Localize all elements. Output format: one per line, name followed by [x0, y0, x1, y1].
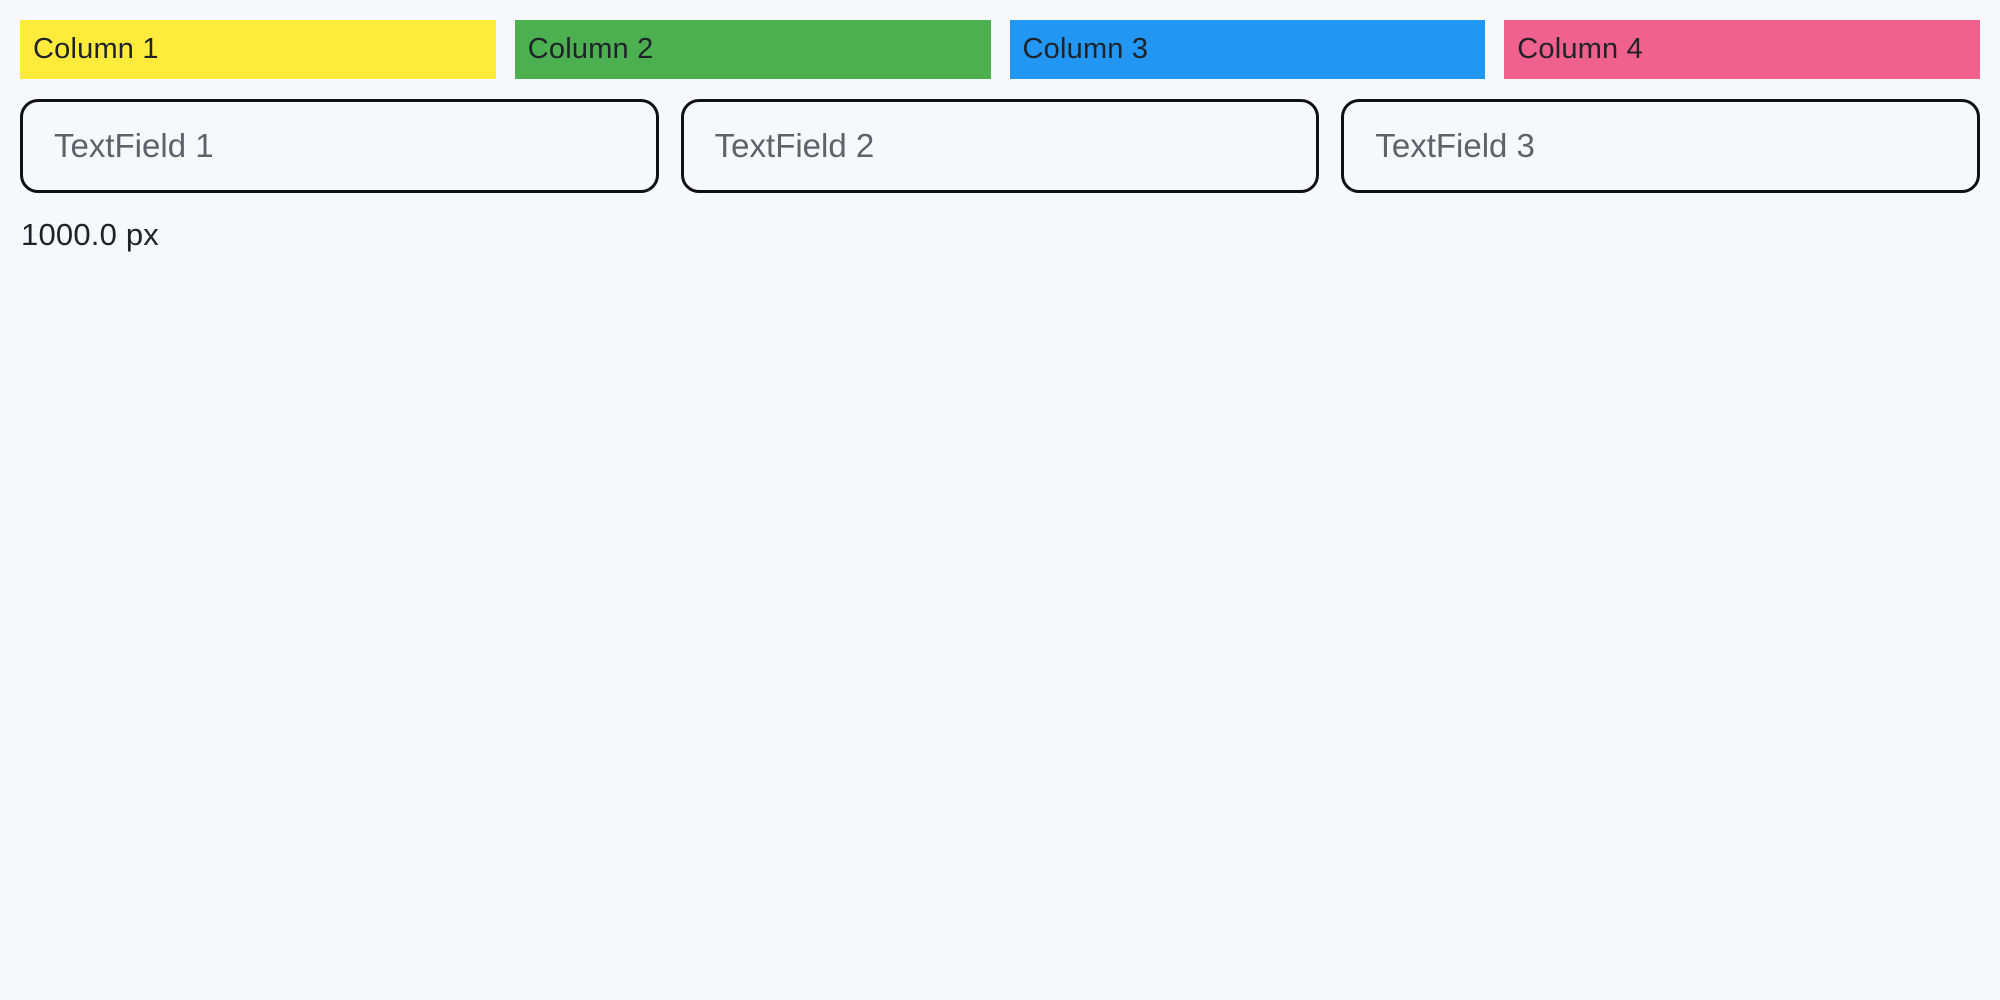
textfield-1[interactable] [20, 99, 659, 193]
column-header-2: Column 2 [514, 20, 991, 79]
textfield-2[interactable] [680, 99, 1320, 193]
column-header-row: Column 1 Column 2 Column 3 Column 4 [20, 20, 1980, 79]
column-header-3: Column 3 [1009, 20, 1486, 79]
textfield-3[interactable] [1341, 99, 1981, 193]
width-readout: 1000.0 px [21, 217, 159, 252]
column-header-4: Column 4 [1504, 20, 1980, 79]
column-header-1: Column 1 [20, 20, 496, 79]
textfield-row [20, 99, 1981, 193]
